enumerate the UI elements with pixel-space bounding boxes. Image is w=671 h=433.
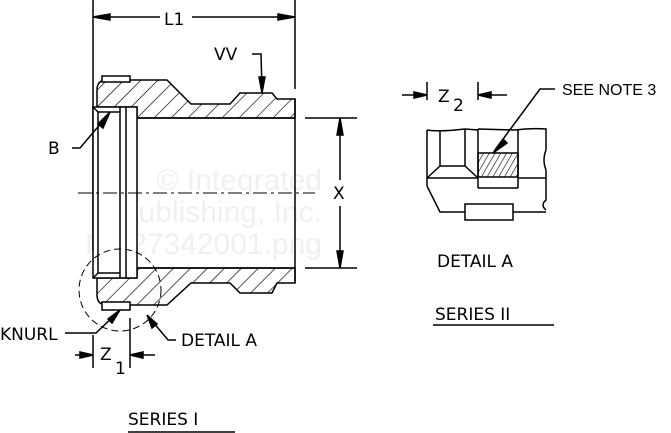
knurl-top [101,75,131,83]
title-series-1: SERIES I [128,410,198,430]
knurl-section [477,152,519,178]
title-series-2: SERIES II [435,305,510,325]
knurl-rect-detail [464,203,514,221]
dim-label-z2: Z [438,87,450,107]
dim-label-l1: L1 [164,10,184,30]
detail-a-circle [78,248,162,332]
label-detail-a-callout: DETAIL A [181,331,257,351]
title-detail-a: DETAIL A [437,252,513,272]
label-see-note-3: SEE NOTE 3 [562,82,656,99]
watermark-line-2: Publishing, Inc. [119,196,322,229]
label-b: B [48,139,60,159]
dim-label-x: X [333,184,345,204]
label-knurl: KNURL [0,325,58,345]
series-2-detail [402,82,555,326]
watermark-line-1: © Integrated [156,164,322,197]
dim-label-z1: Z [100,345,112,365]
dim-label-z2-sub: 2 [453,96,464,116]
dim-label-z1-sub: 1 [115,359,126,379]
series-1-view [65,0,357,433]
knurl-bottom [101,301,131,311]
dim-label-vv: VV [214,45,238,65]
